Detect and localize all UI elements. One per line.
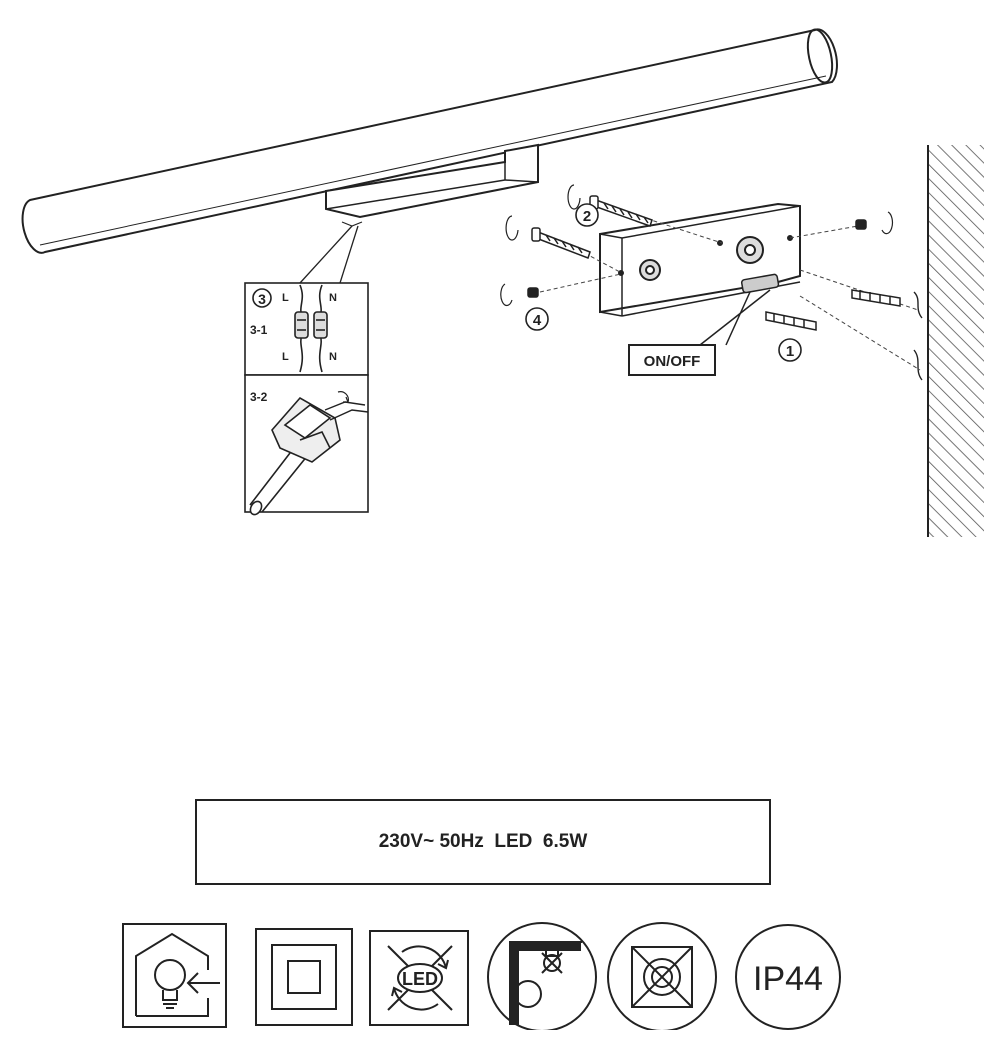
wall-drill-marks	[913, 291, 923, 381]
not-for-recessed-mounting-icon	[607, 922, 717, 1030]
live-label-top: L	[282, 292, 289, 304]
wall	[927, 145, 984, 537]
wire-connectors	[294, 284, 328, 373]
screw-right	[855, 211, 894, 235]
connector-closeup	[249, 391, 369, 516]
sub-step-3-1-label: 3-1	[250, 323, 268, 337]
screw-step-2-b	[505, 215, 591, 259]
spec-box: 230V~ 50Hz LED 6.5W	[195, 799, 771, 885]
neutral-label-top: N	[329, 292, 337, 304]
step-4-badge: 4	[525, 307, 549, 331]
inset-wiring-panel: 3 3-1 L N L N	[244, 282, 369, 376]
wall-plugs	[765, 289, 901, 331]
step-2-label: 2	[583, 208, 591, 225]
led-non-replaceable-icon: LED	[369, 930, 469, 1026]
callout-lines	[299, 221, 363, 284]
step-1-label: 1	[786, 343, 794, 360]
mounting-box	[599, 202, 801, 317]
step-1-badge: 1	[778, 338, 802, 362]
indoor-use-bulb-icon	[122, 923, 227, 1028]
screw-step-2	[567, 184, 653, 227]
live-label-bottom: L	[282, 351, 289, 363]
sub-step-3-2-label: 3-2	[250, 390, 268, 404]
lamp-bracket	[325, 143, 539, 219]
inset-connector-panel: 3-2	[244, 374, 369, 516]
lamp-tube	[21, 28, 838, 254]
step-4-label: 4	[533, 312, 542, 329]
step-2-badge: 2	[575, 203, 599, 227]
symbol-row: LED IP44	[120, 920, 850, 1030]
spec-text: 230V~ 50Hz LED 6.5W	[378, 831, 588, 852]
on-off-label: ON/OFF	[644, 353, 701, 370]
step-3-badge	[252, 288, 272, 308]
installation-drawing: 3 3-1 L N L N 3-2	[21, 28, 984, 537]
ip-rating-label: IP44	[753, 960, 823, 998]
not-for-corner-mounting-icon	[487, 922, 597, 1030]
led-icon-label: LED	[402, 969, 438, 989]
screw-step-4	[500, 283, 539, 307]
ip44-rating-icon: IP44	[735, 924, 841, 1030]
on-off-label-box: ON/OFF	[628, 344, 716, 376]
step-3-label: 3	[258, 291, 266, 307]
neutral-label-bottom: N	[329, 351, 337, 363]
class-ii-double-insulation-icon	[255, 928, 353, 1026]
switch-detail	[699, 273, 780, 346]
